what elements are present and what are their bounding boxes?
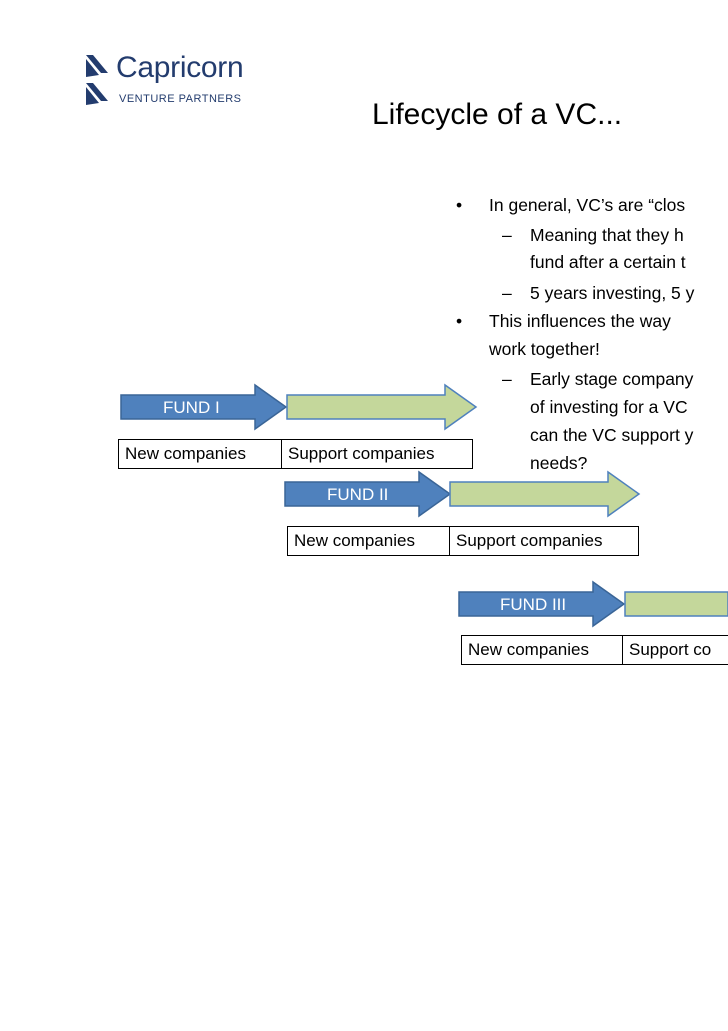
fund-3-support-companies: Support co bbox=[622, 635, 728, 665]
sub-bullet-marker: – bbox=[502, 283, 512, 303]
bullet-text: Meaning that they h bbox=[530, 225, 684, 245]
bullet-text: fund after a certain t bbox=[530, 252, 686, 272]
bullet-text: In general, VC’s are “clos bbox=[489, 195, 686, 215]
sub-bullet-marker: – bbox=[502, 225, 512, 245]
sub-bullet-marker: – bbox=[502, 369, 512, 389]
fund-1-arrow bbox=[120, 383, 288, 431]
bullet-text: 5 years investing, 5 y bbox=[530, 283, 695, 303]
fund-1-support-arrow bbox=[286, 383, 478, 431]
fund-3-label: FUND III bbox=[500, 595, 567, 614]
bullet-text: This influences the way bbox=[489, 311, 671, 331]
fund-1-label: FUND I bbox=[163, 398, 220, 417]
logo-name: Capricorn bbox=[116, 51, 244, 84]
fund-2-label: FUND II bbox=[327, 485, 389, 504]
bullet-marker: • bbox=[456, 311, 463, 331]
fund-3-arrow bbox=[458, 580, 626, 628]
logo-tagline: VENTURE PARTNERS bbox=[119, 93, 242, 105]
fund-2-support-companies: Support companies bbox=[449, 526, 639, 556]
bullet-text: can the VC support y bbox=[530, 425, 694, 445]
fund-1-support-companies: Support companies bbox=[281, 439, 473, 469]
fund-3-support-arrow bbox=[624, 591, 728, 617]
bullet-text: of investing for a VC bbox=[530, 397, 688, 417]
fund-3-new-companies: New companies bbox=[461, 635, 623, 665]
logo-mark bbox=[86, 55, 108, 105]
fund-1-new-companies: New companies bbox=[118, 439, 282, 469]
fund-2-arrow bbox=[284, 470, 452, 518]
slide-title: Lifecycle of a VC... bbox=[372, 98, 623, 131]
bullet-text: needs? bbox=[530, 453, 588, 473]
bullet-text: Early stage company bbox=[530, 369, 694, 389]
fund-2-support-arrow bbox=[449, 470, 641, 518]
fund-2-new-companies: New companies bbox=[287, 526, 450, 556]
bullet-marker: • bbox=[456, 195, 463, 215]
bullet-text: work together! bbox=[489, 339, 600, 359]
